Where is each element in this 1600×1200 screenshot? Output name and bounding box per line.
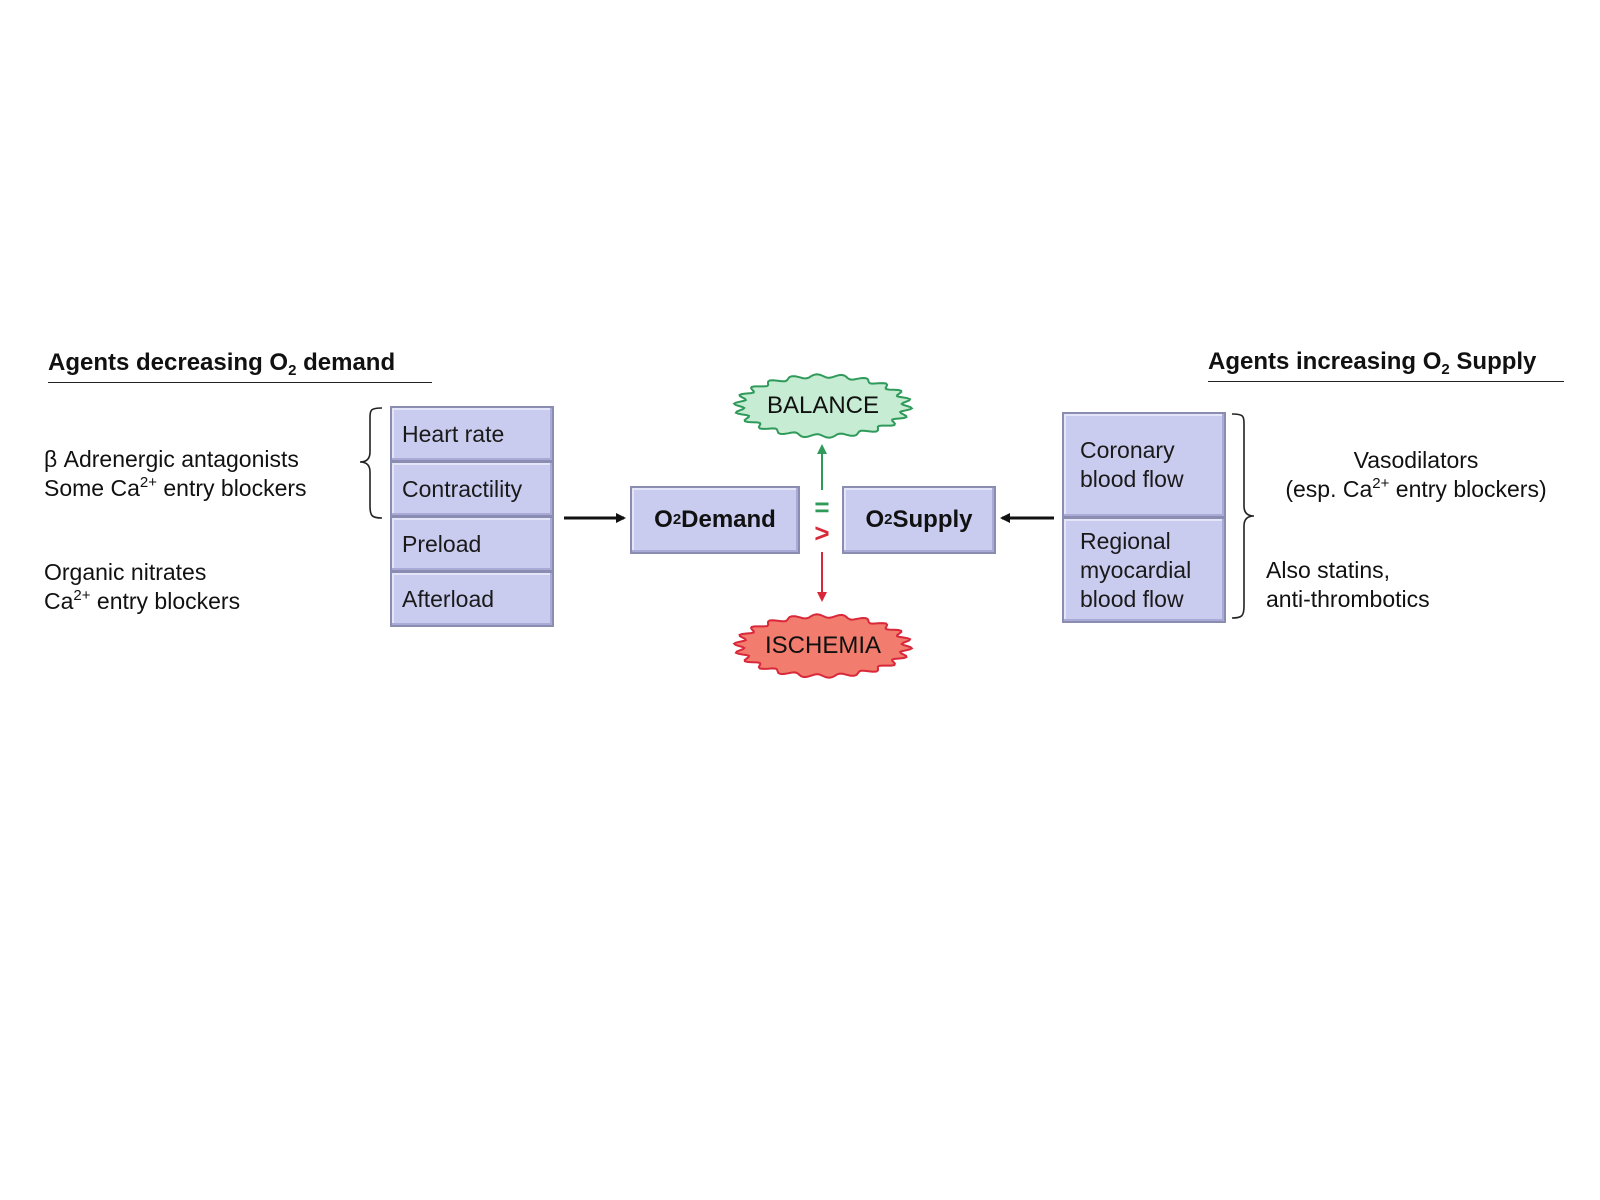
anti-thrombotics-text: anti-thrombotics bbox=[1266, 586, 1430, 612]
right-agent-group-2: Also statins, anti-thrombotics bbox=[1266, 556, 1430, 614]
regional-myocardial-blood-flow-box: Regional myocardial blood flow bbox=[1062, 517, 1226, 623]
heart-rate-box: Heart rate bbox=[390, 406, 554, 462]
some-ca-blockers-text: Some Ca2+ entry blockers bbox=[44, 474, 307, 501]
left-agent-group-2: Organic nitrates Ca2+ entry blockers bbox=[44, 558, 240, 616]
organic-nitrates-text: Organic nitrates bbox=[44, 559, 207, 585]
left-upper-brace bbox=[359, 407, 383, 519]
beta-blockers-text: β Adrenergic antagonists bbox=[44, 446, 299, 472]
left-heading: Agents decreasing O2 demand bbox=[48, 348, 432, 383]
ischemia-burst-shape bbox=[732, 613, 914, 679]
statins-text: Also statins, bbox=[1266, 557, 1390, 583]
right-agent-group-1: Vasodilators (esp. Ca2+ entry blockers) bbox=[1266, 446, 1566, 504]
ca-blockers-text: Ca2+ entry blockers bbox=[44, 587, 241, 614]
equals-sign: = bbox=[814, 492, 830, 522]
contractility-box: Contractility bbox=[390, 461, 554, 517]
greater-than-sign: > bbox=[814, 518, 830, 548]
ischemia-label: ISCHEMIA bbox=[764, 632, 881, 659]
balance-label: BALANCE bbox=[766, 392, 880, 419]
afterload-box: Afterload bbox=[390, 571, 554, 627]
right-heading: Agents increasing O2 Supply bbox=[1208, 347, 1564, 382]
vasodilators-text: Vasodilators bbox=[1353, 447, 1479, 473]
preload-box: Preload bbox=[390, 516, 554, 572]
left-agent-group-1: β Adrenergic antagonists Some Ca2+ entry… bbox=[44, 445, 307, 503]
balance-burst-shape bbox=[732, 373, 914, 439]
esp-ca-blockers-text: (esp. Ca2+ entry blockers) bbox=[1285, 475, 1547, 502]
coronary-blood-flow-box: Coronary blood flow bbox=[1062, 412, 1226, 518]
right-brace bbox=[1231, 413, 1255, 619]
